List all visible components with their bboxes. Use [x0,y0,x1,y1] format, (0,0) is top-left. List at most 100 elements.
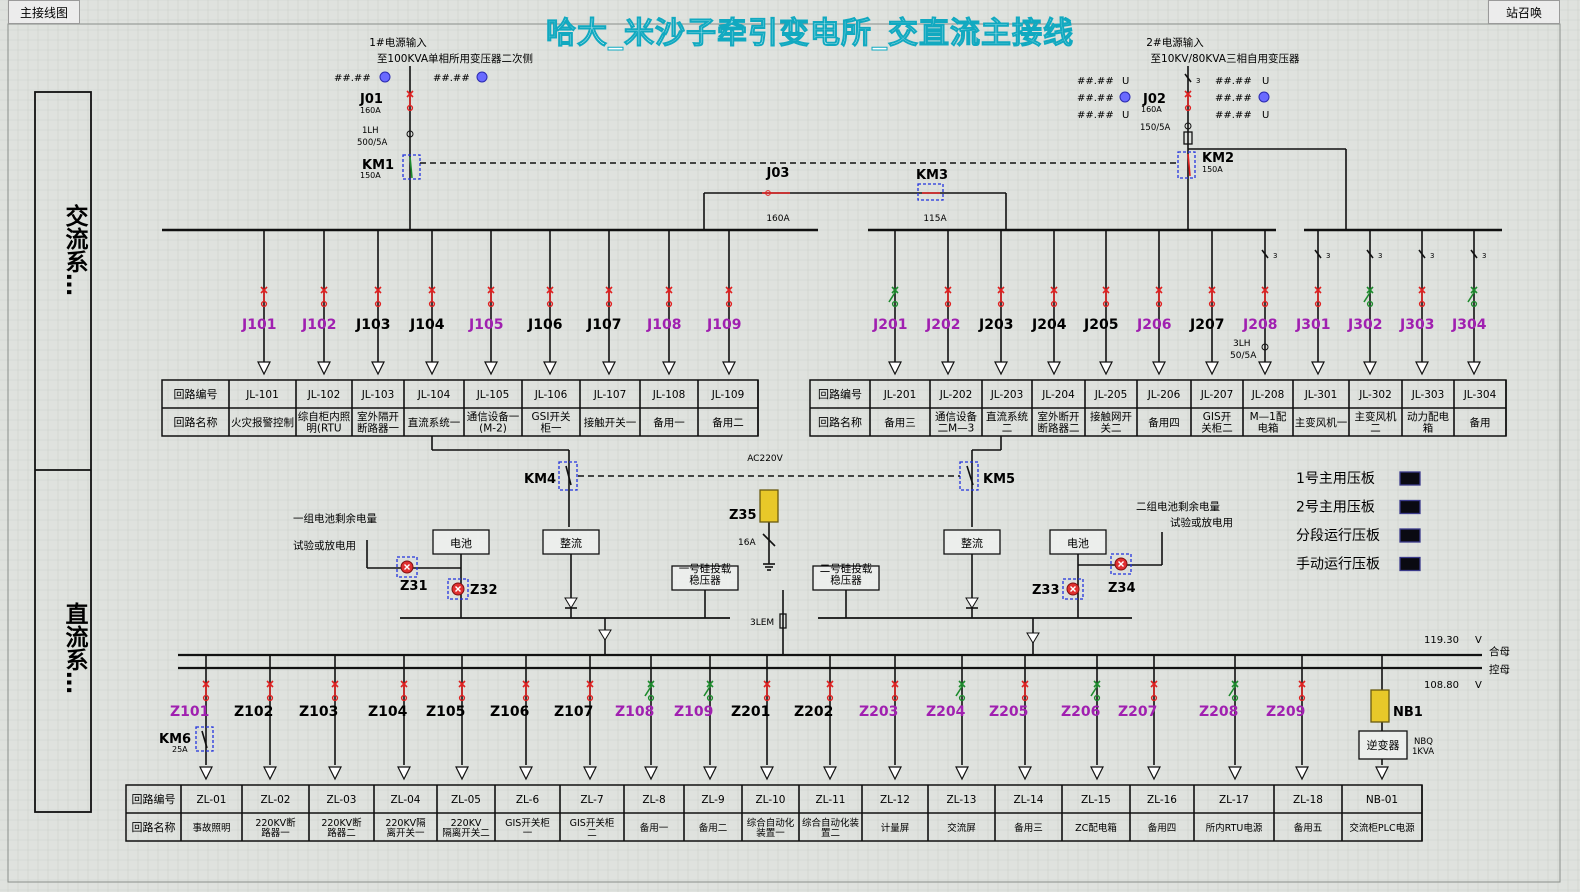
feeder-breaker-j302-pivot[interactable] [1366,300,1374,308]
feeder-breaker-j207-pivot[interactable] [1208,300,1216,308]
feeder-z103-label[interactable]: Z103 [299,704,338,720]
feeder-j107-label[interactable]: J107 [586,317,621,333]
feeder-j105-label[interactable]: J105 [468,317,503,333]
legend-plate[interactable] [1399,471,1421,486]
z33-select-box[interactable] [1062,578,1084,600]
feeder-breaker-j204-pivot[interactable] [1050,300,1058,308]
feeder-breaker-j108-pivot[interactable] [665,300,673,308]
feeder-z208-label[interactable]: Z208 [1199,704,1238,720]
feeder-z102-label[interactable]: Z102 [234,704,273,720]
feeder-z104-label[interactable]: Z104 [368,704,408,720]
feeder-z101-label[interactable]: Z101 [170,704,209,720]
feeder-breaker-j104-pivot[interactable] [428,300,436,308]
feeder-z201-label[interactable]: Z201 [731,704,770,720]
J01-breaker-pivot[interactable] [406,104,414,112]
feeder-z206-label[interactable]: Z206 [1061,704,1100,720]
dc-breaker-pivot[interactable] [1150,694,1158,702]
dc-breaker-pivot[interactable] [266,694,274,702]
feeder-j208-label[interactable]: J208 [1242,317,1277,333]
feeder-breaker-j107-pivot[interactable] [605,300,613,308]
KM2-select-box[interactable] [1177,151,1196,179]
KM6-select-box[interactable] [195,726,214,752]
feeder-z107-label[interactable]: Z107 [554,704,593,720]
dc-breaker-pivot[interactable] [458,694,466,702]
feeder-z108-label[interactable]: Z108 [615,704,654,720]
feeder-j304-label[interactable]: J304 [1451,317,1487,333]
dc-breaker-pivot[interactable] [891,694,899,702]
J02-breaker-pivot[interactable] [1184,104,1192,112]
z34-select-box[interactable] [1110,553,1132,575]
feeder-breaker-j105-pivot[interactable] [487,300,495,308]
KM4-select-box[interactable] [558,461,578,491]
feeder-z105-label[interactable]: Z105 [426,704,465,720]
legend-plate[interactable] [1399,499,1421,515]
feeder-breaker-j201-pivot[interactable] [891,300,899,308]
dc-breaker-pivot[interactable] [647,694,655,702]
KM1-select-box[interactable] [402,154,421,180]
feeder-j101-label[interactable]: J101 [241,317,276,333]
dc-name-cell: GIS开关柜二 [570,817,615,839]
dc-breaker-pivot[interactable] [1021,694,1029,702]
dc-breaker-pivot[interactable] [586,694,594,702]
J03-pivot[interactable] [765,190,771,196]
dc-breaker-pivot[interactable] [400,694,408,702]
feeder-j108-label[interactable]: J108 [646,317,681,333]
station-call-button[interactable]: 站召唤 [1488,0,1560,24]
feeder-j203-label[interactable]: J203 [978,317,1013,333]
feeder-j202-label[interactable]: J202 [925,317,960,333]
feeder-breaker-j202-pivot[interactable] [944,300,952,308]
feeder-breaker-j203-pivot[interactable] [997,300,1005,308]
feeder-j109-label[interactable]: J109 [706,317,741,333]
dc-breaker-pivot[interactable] [1093,694,1101,702]
dc-breaker-pivot[interactable] [826,694,834,702]
feeder-j104-label[interactable]: J104 [409,317,445,333]
KM3-select-box[interactable] [917,183,944,201]
feeder-breaker-j208-pivot[interactable] [1261,300,1269,308]
dc-breaker-pivot[interactable] [522,694,530,702]
feeder-breaker-j106-pivot[interactable] [546,300,554,308]
feeder-z109-label[interactable]: Z109 [674,704,713,720]
z35-fuse [762,533,776,547]
dc-breaker-pivot[interactable] [202,694,210,702]
legend-plate[interactable] [1399,528,1421,543]
z31-select-box[interactable] [396,556,418,578]
z32-select-box[interactable] [447,578,469,600]
feeder-j206-label[interactable]: J206 [1136,317,1171,333]
feeder-breaker-j101-pivot[interactable] [260,300,268,308]
feeder-z205-label[interactable]: Z205 [989,704,1028,720]
dc-breaker-pivot[interactable] [331,694,339,702]
feeder-j207-label[interactable]: J207 [1189,317,1224,333]
feeder-breaker-j303-pivot[interactable] [1418,300,1426,308]
feeder-z106-label[interactable]: Z106 [490,704,529,720]
feeder-j205-label[interactable]: J205 [1083,317,1118,333]
load-arrow [760,766,774,781]
feeder-z209-label[interactable]: Z209 [1266,704,1305,720]
main-wiring-button[interactable]: 主接线图 [8,0,80,24]
feeder-j204-label[interactable]: J204 [1031,317,1067,333]
feeder-j303-label[interactable]: J303 [1399,317,1434,333]
feeder-breaker-j206-pivot[interactable] [1155,300,1163,308]
feeder-j301-label[interactable]: J301 [1295,317,1330,333]
feeder-z203-label[interactable]: Z203 [859,704,898,720]
dc-breaker-pivot[interactable] [958,694,966,702]
feeder-breaker-j205-pivot[interactable] [1102,300,1110,308]
feeder-z202-label[interactable]: Z202 [794,704,833,720]
feeder-breaker-j103-pivot[interactable] [374,300,382,308]
feeder-j201-label[interactable]: J201 [872,317,907,333]
feeder-breaker-j304-pivot[interactable] [1470,300,1478,308]
z31-x [404,564,410,570]
feeder-breaker-j301-pivot[interactable] [1314,300,1322,308]
feeder-breaker-j109-pivot[interactable] [725,300,733,308]
feeder-j103-label[interactable]: J103 [355,317,390,333]
dc-breaker-pivot[interactable] [1298,694,1306,702]
feeder-z207-label[interactable]: Z207 [1118,704,1157,720]
dc-breaker-pivot[interactable] [763,694,771,702]
feeder-z204-label[interactable]: Z204 [926,704,966,720]
feeder-j106-label[interactable]: J106 [527,317,562,333]
feeder-breaker-j102-pivot[interactable] [320,300,328,308]
legend-plate[interactable] [1399,556,1421,572]
feeder-j302-label[interactable]: J302 [1347,317,1382,333]
dc-breaker-pivot[interactable] [706,694,714,702]
dc-breaker-pivot[interactable] [1231,694,1239,702]
feeder-j102-label[interactable]: J102 [301,317,336,333]
